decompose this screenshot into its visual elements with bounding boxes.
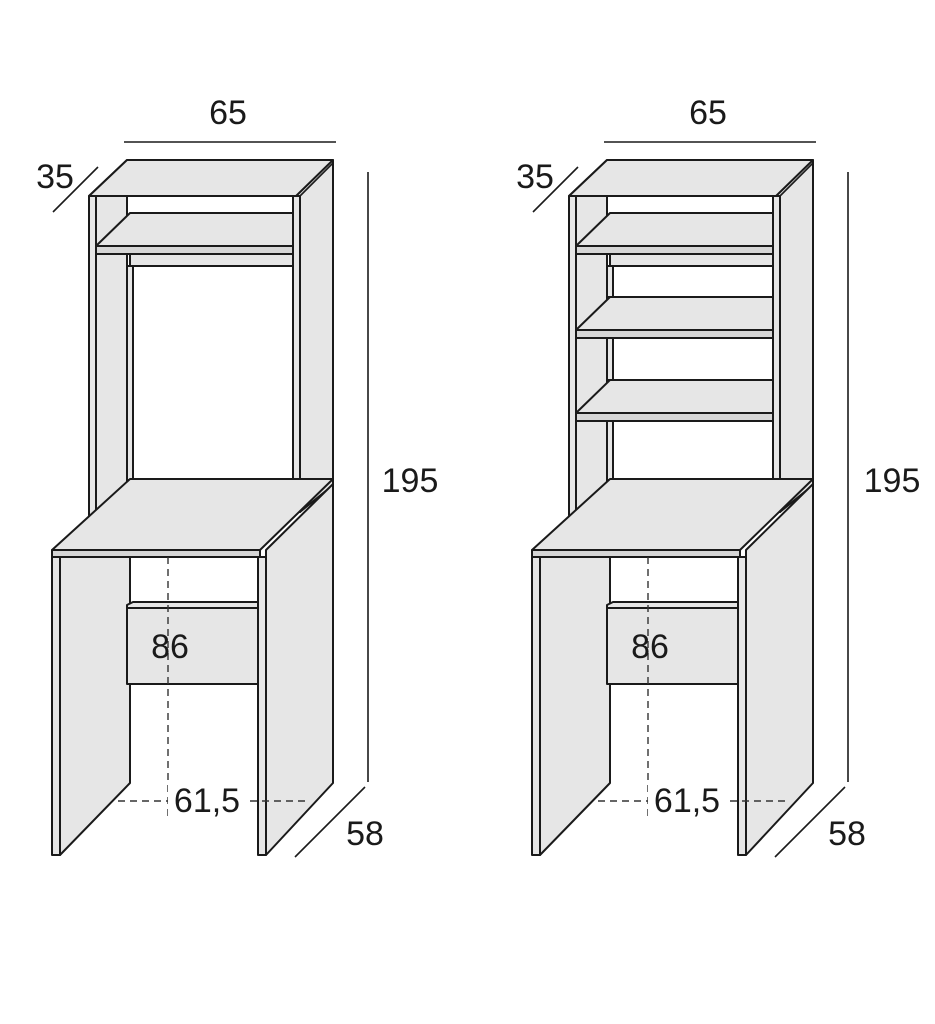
hutch-shelf-1-edge [575, 245, 774, 255]
desk-right-leg-side [265, 483, 334, 856]
left-desk-unit: 65 35 195 86 61,5 58 [36, 94, 439, 858]
desk-right-leg-front [737, 556, 747, 856]
hutch-shelf-1-underside [609, 253, 774, 267]
top-depth-label: 35 [36, 158, 74, 196]
hutch-left-side-front [88, 195, 97, 516]
hutch-rear-post-low [606, 420, 614, 481]
desk-drawer-front [606, 607, 739, 685]
desk-top-edge [531, 549, 741, 558]
width-label: 65 [689, 94, 727, 132]
desk-left-leg [531, 556, 541, 856]
hutch-right-side-front [292, 195, 301, 513]
hutch-top [88, 159, 334, 197]
desk-left-leg-side [539, 556, 611, 856]
hutch-top [568, 159, 814, 197]
hutch-rear-post [606, 265, 614, 298]
base-depth-label: 58 [346, 815, 384, 853]
hutch-shelf-1 [95, 212, 294, 247]
hutch-shelf-1-underside [129, 253, 294, 267]
hutch-right-side-front [772, 195, 781, 513]
hutch-shelf-1-edge [95, 245, 294, 255]
top-depth-dimension-line [52, 166, 99, 213]
top-depth-dimension-line [532, 166, 579, 213]
desk-height-label: 86 [151, 628, 189, 666]
right-desk-unit: 65 35 195 86 61,5 58 [516, 94, 921, 858]
base-depth-dimension-line [294, 786, 366, 858]
hutch-shelf-3-edge [575, 412, 774, 422]
inner-width-label: 61,5 [174, 782, 240, 820]
hutch-left-side-front [568, 195, 577, 516]
hutch-shelf-2 [575, 296, 774, 331]
hutch-shelf-3 [575, 379, 774, 414]
hutch-shelf-1 [575, 212, 774, 247]
width-label: 65 [209, 94, 247, 132]
desk-height-label: 86 [631, 628, 669, 666]
desk-left-leg-side [59, 556, 131, 856]
height-label: 195 [864, 462, 921, 500]
desk-drawer-front [126, 607, 259, 685]
desk-right-leg-front [257, 556, 267, 856]
hutch-shelf-2-edge [575, 329, 774, 339]
desk-left-leg [51, 556, 61, 856]
desk-top-edge [51, 549, 261, 558]
height-label: 195 [382, 462, 439, 500]
hutch-rear-post [126, 265, 134, 481]
base-depth-label: 58 [828, 815, 866, 853]
base-depth-dimension-line [774, 786, 846, 858]
top-depth-label: 35 [516, 158, 554, 196]
hutch-rear-post-mid [606, 337, 614, 381]
inner-width-label: 61,5 [654, 782, 720, 820]
desk-right-leg-side [745, 483, 814, 856]
